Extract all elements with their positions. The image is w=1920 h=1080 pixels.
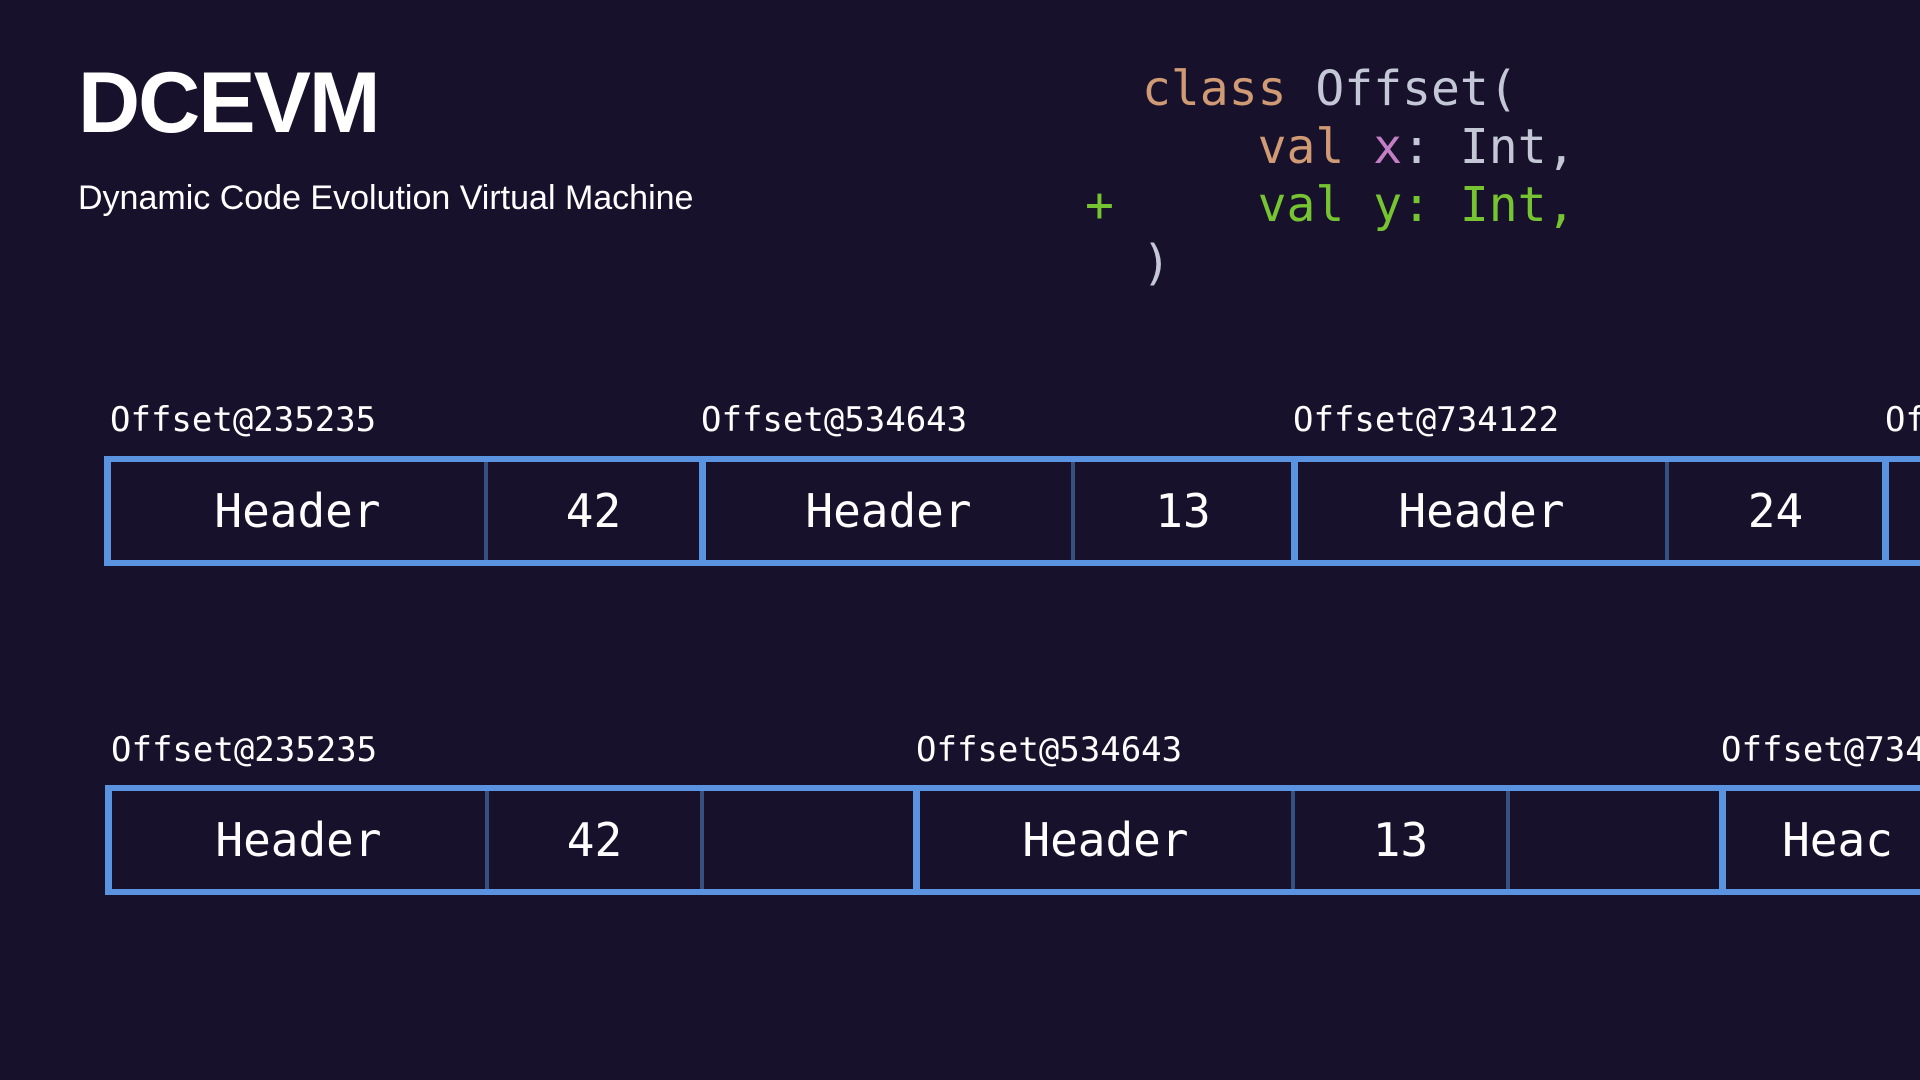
object-header-cell: Header [105,791,485,889]
field-cell: 13 [1071,462,1291,560]
slide-title: DCEVM [78,55,381,151]
object-address-label: Offset@734 [1721,730,1920,770]
object-header-cell: Header [699,462,1071,560]
object-address-label: Offset@534643 [701,400,968,440]
empty-field-cell [700,791,913,889]
code-token: ) [1142,235,1171,291]
object-header-cell: Header [913,791,1291,889]
code-line-text: class Offset( [1142,60,1518,118]
field-cell: 42 [484,462,699,560]
object-header-cell: Header [104,462,484,560]
object-address-label: Of [1885,400,1920,440]
code-token: val [1142,119,1374,175]
code-token: x [1373,119,1403,175]
object-address-label: Offset@734122 [1293,400,1560,440]
field-cell: 24 [1665,462,1882,560]
code-token: : Int, [1402,119,1576,175]
object-address-label: Offset@534643 [916,730,1183,770]
object-header-cell: Heac [1719,791,1920,889]
empty-field-cell [1882,462,1920,560]
diff-added-marker: + [1085,177,1114,233]
code-token: val y: Int, [1142,177,1576,233]
code-line-text: val y: Int, [1142,176,1576,234]
object-header-cell: Header [1291,462,1665,560]
object-address-label: Offset@235235 [111,730,378,770]
empty-field-cell [1506,791,1719,889]
field-cell: 42 [485,791,700,889]
code-line-text: ) [1142,234,1171,292]
field-cell: 13 [1291,791,1506,889]
code-line-text: val x: Int, [1142,118,1576,176]
slide-subtitle: Dynamic Code Evolution Virtual Machine [78,179,694,217]
code-token: class [1142,61,1316,117]
code-token: Offset( [1315,61,1518,117]
object-address-label: Offset@235235 [110,400,377,440]
